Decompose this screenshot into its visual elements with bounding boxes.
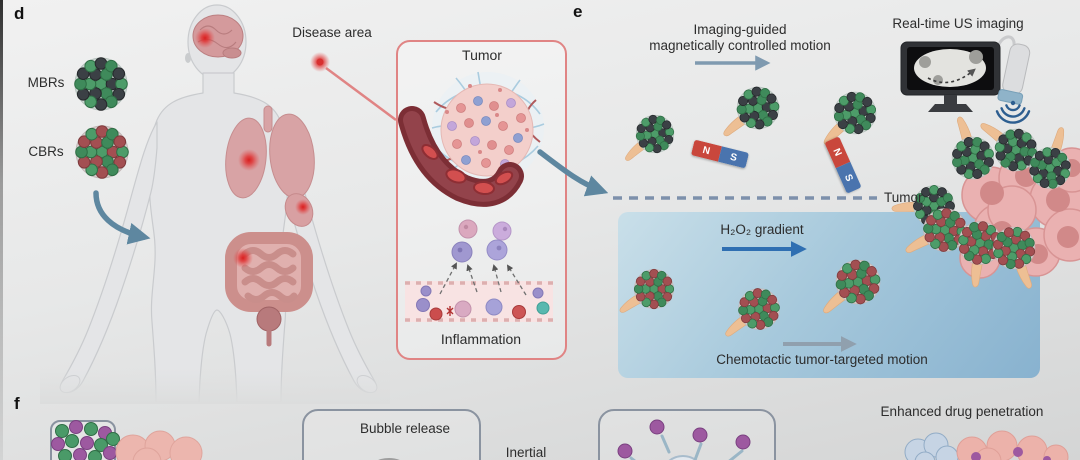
magnetic-motion-line2: magnetically controlled motion [649,38,831,54]
cbr-microrobot [817,257,883,313]
panel-transition-arrow [537,149,609,197]
disease-area-pointer [310,52,397,122]
cbr-microrobot [722,287,782,337]
tumor-box-title: Tumor [462,47,502,63]
panel-f-label: f [14,394,20,413]
tumor-line-label: Tumor [884,190,923,205]
penetrated-tumor-cells [904,430,1069,460]
tumor-illustration [431,71,545,184]
mbr-microrobot [620,113,677,161]
chemotactic-motion-label: Chemotactic tumor-targeted motion [716,352,928,367]
enhanced-drug-label: Enhanced drug penetration [880,404,1044,419]
magnetic-motion-caption: Imaging-guided magnetically controlled m… [649,22,831,55]
bubble-release-box [302,409,481,460]
magnetic-motion-line1: Imaging-guided [693,22,787,37]
mbr-label: MBRs [27,75,65,90]
cbr-label: CBRs [28,144,64,159]
ultrasound-probe-icon [997,43,1031,105]
ultrasound-monitor-icon [900,35,1016,112]
panel-e-label: e [573,2,583,21]
blood-vessel-illustration [398,106,524,207]
lungs-illustration [225,105,315,199]
mbr-microrobot [720,85,781,136]
us-imaging-label: Real-time US imaging [892,16,1024,31]
bubble-release-label: Bubble release [359,421,451,436]
panel-d-label: d [14,4,25,23]
hybrid-cluster-icon [51,420,120,460]
mbr-microrobot [815,88,881,145]
inflammation-illustration [405,219,553,322]
mbr-cluster-icon [74,57,128,111]
stomach-illustration [284,193,314,227]
drug-release-icon [617,419,751,460]
sound-waves-icon [995,100,1031,124]
inflammation-label: Inflammation [440,331,522,347]
disease-area-label: Disease area [292,25,372,40]
tumor-cells-small [115,430,203,460]
injection-arrow [93,190,151,245]
brain-illustration [192,14,244,59]
cbr-microrobot [620,269,674,312]
intestines-illustration [225,232,313,312]
bladder-illustration [256,306,282,347]
inertial-label: Inertial [505,445,547,460]
cbr-cluster-icon [75,125,129,179]
left-edge-shadow [0,0,3,460]
h2o2-gradient-label: H₂O₂ gradient [720,222,804,237]
